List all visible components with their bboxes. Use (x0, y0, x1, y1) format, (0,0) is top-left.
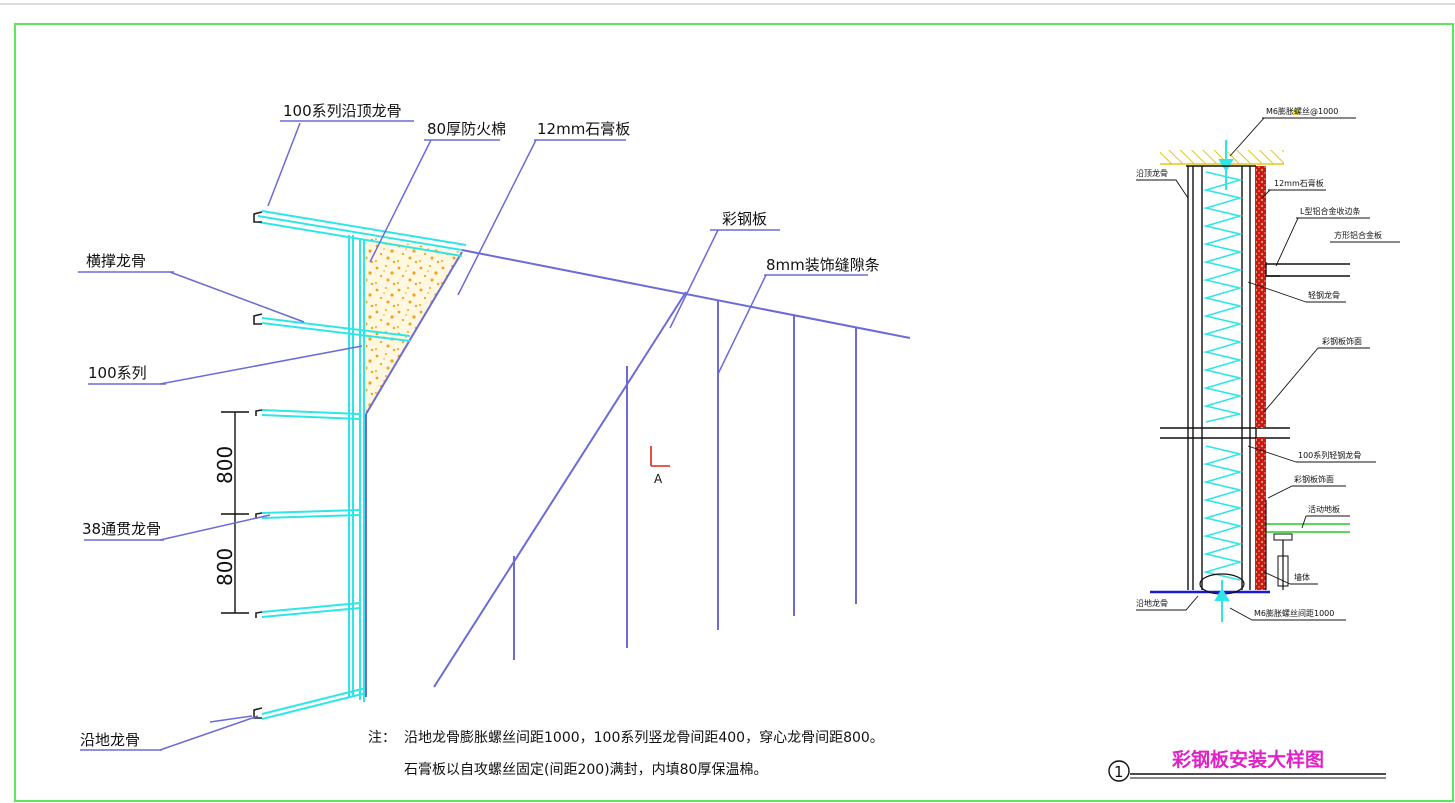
detail-label-light-keel: 轻钢龙骨 (1308, 290, 1340, 300)
label-fire-wool: 80厚防火棉 (427, 120, 506, 138)
section-mark (650, 446, 670, 467)
cross-brace-bars (261, 317, 411, 720)
dimension-lower: 800 (213, 548, 237, 586)
label-series100: 100系列 (88, 364, 147, 382)
dimension-upper: 800 (213, 446, 237, 484)
vertical-stud (348, 235, 365, 702)
title-block: 1 彩钢板安装大样图 (1108, 748, 1386, 782)
bottom-expansion-bolt (1214, 580, 1230, 622)
title-number-circle (1108, 760, 1130, 782)
insulation-zigzag-lower (1202, 445, 1244, 581)
detail-label-steel-face2: 彩钢板饰面 (1294, 474, 1334, 484)
drawing-border (14, 23, 1454, 802)
title-text: 彩钢板安装大样图 (1171, 748, 1324, 771)
note-prefix: 注： (368, 730, 396, 746)
detail-label-expansion-bottom: M6膨胀螺丝间距1000 (1254, 608, 1334, 618)
top-track (253, 210, 467, 257)
detail-stud-lines (1160, 165, 1290, 590)
label-floor-track: 沿地龙骨 (80, 731, 140, 749)
main-isometric-view: 800 800 A (78, 102, 911, 778)
detail-label-raised-floor: 活动地板 (1308, 504, 1340, 514)
raised-floor (1265, 500, 1350, 590)
detail-label-top-track: 沿顶龙骨 (1136, 168, 1168, 178)
leader-lines (78, 120, 868, 751)
note-line2: 石膏板以自攻螺丝固定(间距200)满封，内填80厚保温棉。 (404, 761, 767, 778)
insulation-zigzag-upper (1202, 171, 1244, 423)
detail-label-floor-track: 沿地龙骨 (1136, 598, 1168, 608)
detail-label-square-panel: 方形铝合金板 (1334, 230, 1382, 240)
detail-label-gypsum: 12mm石膏板 (1274, 178, 1324, 188)
top-expansion-bolt (1218, 140, 1234, 190)
steel-panel-outline (365, 249, 911, 697)
ceiling-slab (1160, 150, 1284, 164)
detail-label-expansion-top: M6膨胀螺丝@1000 (1266, 106, 1338, 116)
detail-label-steel-face1: 彩钢板饰面 (1322, 336, 1362, 346)
detail-section-view: M6膨胀螺丝@1000 沿顶龙骨 12mm石膏板 L型铝合金收边条 方形铝合金板… (1136, 106, 1400, 622)
detail-label-keel100: 100系列轻钢龙骨 (1298, 450, 1361, 460)
gypsum-edge (365, 251, 463, 415)
steel-board-section (1256, 166, 1266, 428)
section-mark-label: A (654, 472, 663, 486)
brace-clips (253, 313, 263, 719)
label-deco-strip: 8mm装饰缝隙条 (766, 256, 880, 274)
detail-label-wall: 墙体 (1294, 572, 1310, 582)
fire-wool-fill (366, 237, 462, 414)
bolt-dot (1293, 109, 1299, 115)
title-number: 1 (1114, 763, 1124, 781)
note-line1: 沿地龙骨膨胀螺丝间距1000，100系列竖龙骨间距400，穿心龙骨间距800。 (404, 729, 884, 746)
label-gypsum: 12mm石膏板 (537, 120, 630, 138)
detail-label-l-trim: L型铝合金收边条 (1300, 206, 1360, 216)
aluminum-trim (1265, 262, 1350, 277)
dimension-lines (221, 411, 249, 614)
label-through-keel: 38通贯龙骨 (82, 520, 161, 538)
steel-board-section-lower (1256, 438, 1266, 590)
label-top-track: 100系列沿顶龙骨 (283, 102, 402, 120)
detail-leaders (1136, 117, 1400, 621)
label-steel-panel: 彩钢板 (722, 210, 767, 228)
label-cross-brace: 横撑龙骨 (86, 252, 146, 270)
